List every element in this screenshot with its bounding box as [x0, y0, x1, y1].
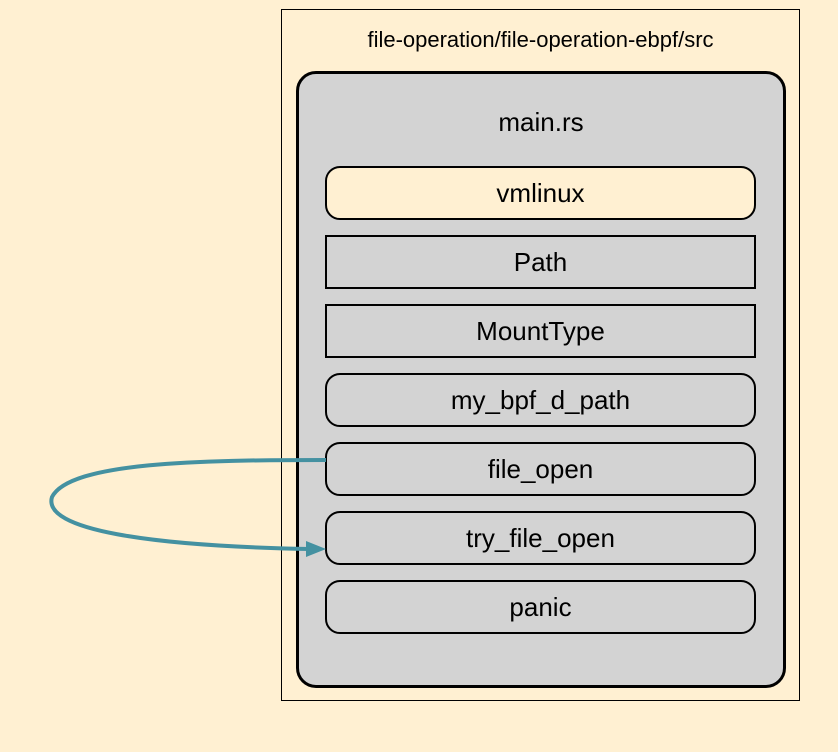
node-try-file-open[interactable]: try_file_open — [325, 511, 756, 565]
node-vmlinux[interactable]: vmlinux — [325, 166, 756, 220]
node-panic[interactable]: panic — [325, 580, 756, 634]
directory-cluster: file-operation/file-operation-ebpf/src — [281, 9, 800, 701]
node-path[interactable]: Path — [325, 235, 756, 289]
directory-cluster-label: file-operation/file-operation-ebpf/src — [367, 27, 714, 52]
node-file-open[interactable]: file_open — [325, 442, 756, 496]
node-my-bpf-d-path[interactable]: my_bpf_d_path — [325, 373, 756, 427]
file-cluster-label: main.rs — [498, 107, 584, 137]
node-mounttype[interactable]: MountType — [325, 304, 756, 358]
